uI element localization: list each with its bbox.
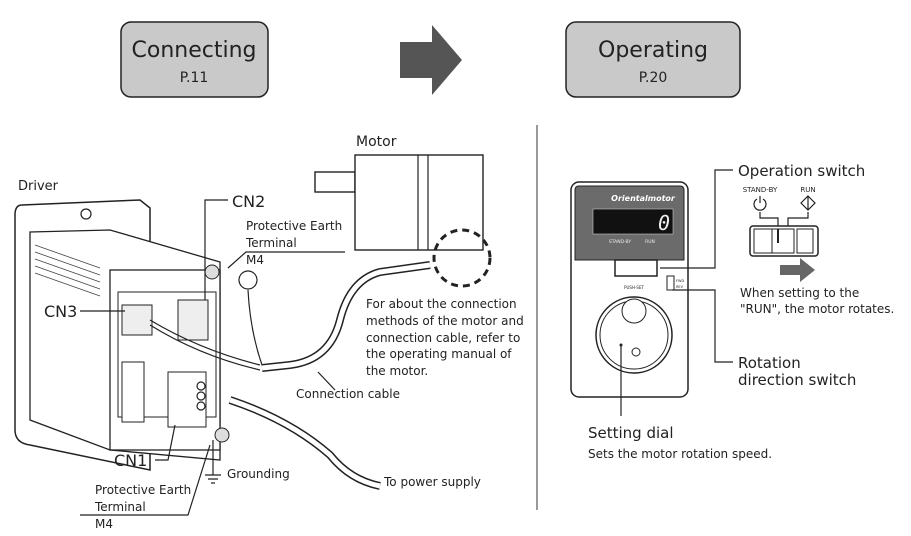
rev-label: REV: [676, 285, 684, 289]
cn1-leader: [155, 424, 176, 461]
run-note-line2: "RUN", the motor rotates.: [740, 302, 894, 316]
brand-logo: Orientalmotor: [611, 194, 676, 203]
pe-bottom-line3: M4: [95, 517, 113, 531]
step-operating[interactable]: Operating P.20: [565, 21, 741, 98]
motor-label: Motor: [356, 134, 397, 150]
note-line4: the operating manual of: [366, 347, 512, 361]
run-icon: [800, 195, 816, 211]
driver-drawing: [14, 199, 263, 471]
note-line2: methods of the motor and: [366, 314, 524, 328]
cn2-label: CN2: [232, 192, 265, 211]
standby-icon: [753, 196, 767, 211]
cable-leader: [317, 371, 336, 391]
setting-dial-note: Sets the motor rotation speed.: [588, 447, 772, 461]
panel-standby-label: STAND-BY: [609, 239, 631, 245]
operation-switch-label: Operation switch: [738, 162, 865, 180]
operation-switch-detail: STAND-BY RUN: [743, 186, 819, 282]
cn3-label: CN3: [44, 302, 77, 321]
push-set-label: PUSH-SET: [624, 285, 644, 290]
step-page: P.20: [639, 70, 668, 86]
standby-label: STAND-BY: [743, 186, 778, 194]
step-connecting[interactable]: Connecting P.11: [120, 21, 269, 98]
run-label: RUN: [800, 186, 815, 194]
operation-switch-leader: [660, 169, 733, 269]
cn2-leader: [204, 199, 228, 300]
motor-drawing: [314, 154, 492, 288]
pe-top-leader: [227, 251, 345, 269]
step-title: Connecting: [132, 38, 257, 63]
note-line3: connection cable, refer to: [366, 331, 520, 345]
ground-icon: [205, 440, 221, 484]
pe-bottom-line1: Protective Earth: [95, 483, 191, 497]
driver-front-panel: Orientalmotor 0 STAND-BY RUN FWD REV PUS…: [570, 181, 689, 398]
panel-run-label: RUN: [645, 239, 655, 245]
note-line5: the motor.: [366, 364, 428, 378]
cn1-label: CN1: [114, 451, 147, 470]
fwd-label: FWD: [676, 279, 684, 283]
pe-top-line2: Terminal: [245, 236, 297, 250]
rotation-switch-line2: direction switch: [738, 371, 856, 389]
pe-top-line3: M4: [246, 253, 264, 267]
step-page: P.11: [180, 70, 209, 86]
run-note-line1: When setting to the: [740, 286, 859, 300]
rotation-direction-switch[interactable]: [666, 275, 675, 291]
setting-dial-label: Setting dial: [588, 424, 674, 442]
direction-arrow-icon: [780, 258, 815, 282]
rotation-switch-leader: [672, 289, 733, 363]
pe-bottom-line2: Terminal: [94, 500, 146, 514]
right-arrow-icon: [400, 25, 462, 95]
note-line1: For about the connection: [366, 297, 517, 311]
rotation-switch-line1: Rotation: [738, 354, 801, 372]
operation-switch[interactable]: [614, 259, 658, 277]
connection-cable-label: Connection cable: [296, 387, 400, 401]
power-supply-label: To power supply: [383, 475, 481, 489]
display-value: 0: [658, 211, 670, 235]
grounding-label: Grounding: [227, 467, 290, 481]
pe-top-line1: Protective Earth: [246, 219, 342, 233]
setting-dial[interactable]: [595, 296, 673, 374]
pe-bottom-leader: [80, 444, 211, 516]
driver-label: Driver: [18, 179, 59, 194]
step-title: Operating: [598, 38, 708, 63]
